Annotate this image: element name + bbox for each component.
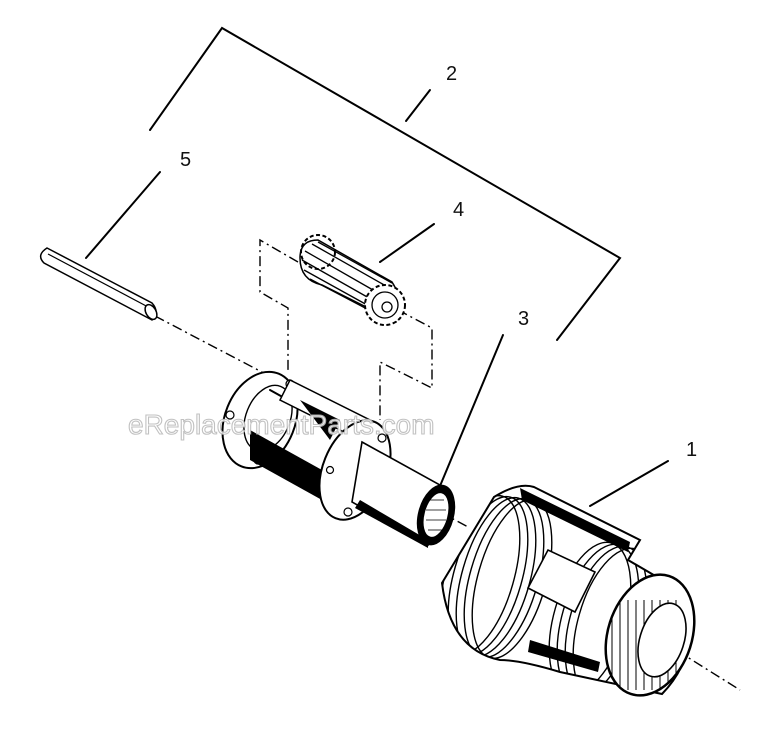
pinion-gear-part [259, 234, 433, 420]
callout-part-2: 2 [446, 63, 457, 85]
carrier-part [221, 370, 456, 548]
leader-lines [85, 89, 669, 507]
assembly-bracket [149, 26, 622, 341]
callout-part-4: 4 [453, 199, 464, 221]
callout-part-1: 1 [686, 439, 697, 461]
pin-part [39, 247, 158, 321]
callout-part-5: 5 [180, 149, 191, 171]
watermark-text: eReplacementParts.com [128, 409, 435, 440]
threaded-housing-part [440, 484, 696, 697]
callout-part-3: 3 [518, 308, 529, 330]
